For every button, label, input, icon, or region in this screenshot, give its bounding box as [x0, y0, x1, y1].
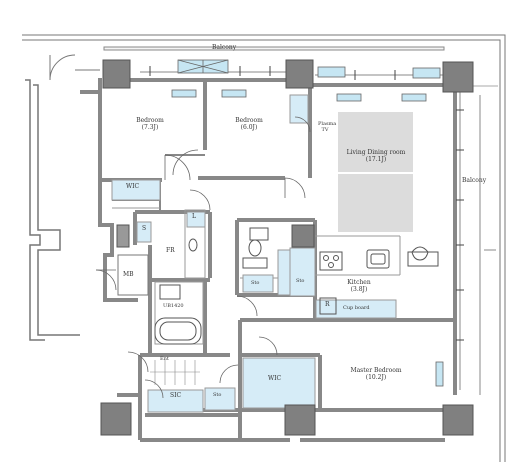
fr-label: FR: [166, 247, 175, 254]
living-dining-name: Living Dining room: [346, 149, 406, 156]
windows: [171, 59, 444, 387]
site-outline: [22, 34, 506, 462]
sto-3-label: Sto: [213, 392, 222, 398]
plasma-tv-label: Plasma TV: [318, 121, 337, 133]
wic-1-label: WIC: [126, 183, 140, 190]
living-dining-label: Living Dining room (17.1J): [340, 149, 412, 164]
kitchen-fixtures: [319, 246, 439, 315]
s-label: S: [142, 225, 147, 232]
ent-label: Ent: [160, 356, 169, 362]
kitchen-label: Kitchen (3.8J): [343, 279, 375, 294]
sto-2-label: Sto: [296, 278, 305, 284]
master-bedroom-label: Master Bedroom (10.2J): [350, 367, 402, 382]
balcony-top-rail: [103, 46, 445, 76]
wic-2-label: WIC: [268, 375, 282, 382]
bedroom-2-label: Bedroom (6.0J): [229, 117, 269, 132]
bedroom-2-name: Bedroom: [235, 117, 263, 124]
l-label: L: [192, 213, 196, 220]
mb-label: MB: [123, 271, 134, 278]
balcony-top-label: Balcony: [212, 44, 237, 51]
living-dining-size: (17.1J): [365, 155, 387, 163]
mb-box: [117, 254, 149, 296]
bedroom-1-label: Bedroom (7.3J): [130, 117, 170, 132]
cupboard-label: Cup board: [343, 305, 370, 311]
left-structure: [25, 54, 100, 341]
r-label: R: [325, 301, 330, 308]
master-bedroom-size: (10.2J): [365, 373, 387, 381]
bedroom-2-size: (6.0J): [240, 123, 258, 131]
master-bedroom-name: Master Bedroom: [350, 367, 402, 374]
window-ticks: [149, 66, 464, 341]
balcony-right-label: Balcony: [462, 177, 487, 184]
door-swings: [95, 116, 311, 399]
kitchen-name: Kitchen: [347, 279, 371, 286]
columns: [100, 59, 474, 436]
sic-label: SIC: [170, 392, 182, 399]
kitchen-size: (3.8J): [350, 285, 368, 293]
bath-fixtures: [154, 227, 269, 345]
living-floor: [338, 112, 413, 232]
entrance-hatch: [150, 360, 200, 385]
bedroom-1-size: (7.3J): [141, 123, 159, 131]
balcony-right-rail: [459, 92, 496, 395]
sto-1-label: Sto: [251, 280, 260, 286]
bath-label: UB1420: [163, 303, 184, 309]
bedroom-1-name: Bedroom: [136, 117, 164, 124]
